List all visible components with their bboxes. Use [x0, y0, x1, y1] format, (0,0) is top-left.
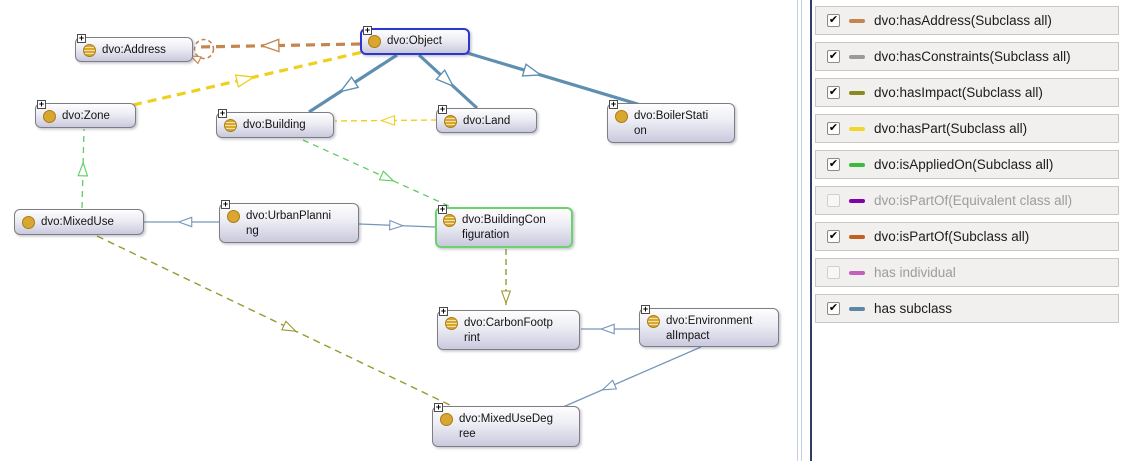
- arc-type-label: dvo:hasImpact(Subclass all): [874, 85, 1043, 100]
- class-node-object[interactable]: + dvo:Object: [360, 25, 470, 55]
- class-icon: [22, 216, 35, 229]
- arc-type-label: has subclass: [874, 301, 953, 316]
- class-icon: [444, 115, 457, 128]
- arc-visibility-checkbox[interactable]: [827, 266, 840, 279]
- class-node-land[interactable]: + dvo:Land: [436, 104, 537, 133]
- class-label: dvo:Building: [243, 119, 306, 131]
- arc-type-label: dvo:isAppliedOn(Subclass all): [874, 157, 1054, 172]
- class-label: dvo:Zone: [62, 110, 110, 122]
- arc-visibility-checkbox[interactable]: ✔: [827, 158, 840, 171]
- expand-icon[interactable]: +: [77, 33, 86, 43]
- edge-object-subclass-boilerstation: [463, 50, 645, 108]
- class-label: dvo:Address: [102, 44, 166, 56]
- class-node-zone[interactable]: + dvo:Zone: [35, 99, 136, 128]
- expand-icon[interactable]: +: [434, 402, 443, 412]
- arc-type-row: ✔ dvo:hasPart(Subclass all): [815, 114, 1119, 143]
- class-icon: [224, 119, 237, 132]
- edge-mixeduse-hasImpact-mixedusedegree: [96, 235, 455, 408]
- class-icon: [440, 413, 453, 426]
- ontology-graph-canvas[interactable]: + dvo:Address + dvo:Object + dvo:Zone + dvo:Bui…: [0, 0, 796, 461]
- expand-icon[interactable]: +: [641, 304, 650, 314]
- arc-type-row: ✔ dvo:hasAddress(Subclass all): [815, 6, 1119, 35]
- panel-splitter[interactable]: [801, 0, 802, 461]
- arc-color-swatch: [849, 54, 865, 59]
- expand-icon[interactable]: +: [218, 108, 227, 118]
- expand-icon[interactable]: +: [438, 104, 447, 114]
- arc-type-row: ✔ dvo:hasImpact(Subclass all): [815, 78, 1119, 107]
- arc-color-swatch: [849, 234, 865, 239]
- arc-visibility-checkbox[interactable]: ✔: [827, 302, 840, 315]
- arc-visibility-checkbox[interactable]: ✔: [827, 230, 840, 243]
- class-node-address[interactable]: + dvo:Address: [75, 33, 193, 62]
- arc-type-row: dvo:isPartOf(Equivalent class all): [815, 186, 1119, 215]
- edge-building-isAppliedOn-buildingconfig: [302, 139, 452, 208]
- arc-type-row: ✔ has subclass: [815, 294, 1119, 323]
- arc-type-row: ✔ dvo:isPartOf(Subclass all): [815, 222, 1119, 251]
- class-node-building[interactable]: + dvo:Building: [216, 108, 334, 138]
- class-label: dvo:MixedUse: [41, 216, 114, 228]
- expand-icon[interactable]: +: [609, 99, 618, 109]
- arc-color-swatch: [849, 162, 865, 167]
- class-icon: [445, 317, 458, 330]
- class-icon: [227, 210, 240, 223]
- class-icon: [83, 44, 96, 57]
- class-icon: [43, 110, 56, 123]
- edge-address-self-loop: [193, 38, 215, 60]
- expand-icon[interactable]: +: [439, 306, 448, 316]
- arc-color-swatch: [849, 18, 865, 23]
- arc-color-swatch: [849, 90, 865, 95]
- arc-type-row: ✔ dvo:isAppliedOn(Subclass all): [815, 150, 1119, 179]
- class-icon: [368, 35, 381, 48]
- arc-color-swatch: [849, 198, 865, 203]
- legend-panel-border: [810, 0, 812, 461]
- class-icon: [443, 214, 456, 227]
- class-label: dvo:Object: [387, 35, 442, 47]
- arc-type-row: ✔ dvo:hasConstraints(Subclass all): [815, 42, 1119, 71]
- graph-edges-layer: [77, 38, 702, 408]
- arc-type-label: dvo:isPartOf(Equivalent class all): [874, 193, 1073, 208]
- class-node-mixeduse[interactable]: dvo:MixedUse: [14, 209, 144, 235]
- arc-type-label: dvo:hasConstraints(Subclass all): [874, 49, 1071, 64]
- arc-color-swatch: [849, 126, 865, 131]
- arc-type-label: dvo:hasPart(Subclass all): [874, 121, 1028, 136]
- arc-visibility-checkbox[interactable]: ✔: [827, 86, 840, 99]
- arc-type-label: dvo:hasAddress(Subclass all): [874, 13, 1052, 28]
- arc-visibility-checkbox[interactable]: ✔: [827, 14, 840, 27]
- class-label: dvo:Land: [463, 115, 511, 127]
- class-icon: [647, 315, 660, 328]
- expand-icon[interactable]: +: [438, 204, 447, 214]
- panel-splitter[interactable]: [797, 0, 798, 461]
- arc-type-label: has individual: [874, 265, 956, 280]
- arc-types-legend-panel: ✔ dvo:hasAddress(Subclass all) ✔ dvo:hasCon…: [812, 0, 1123, 461]
- arc-color-swatch: [849, 306, 865, 311]
- arc-visibility-checkbox[interactable]: [827, 194, 840, 207]
- expand-icon[interactable]: +: [363, 25, 372, 35]
- arc-visibility-checkbox[interactable]: ✔: [827, 50, 840, 63]
- arc-color-swatch: [849, 270, 865, 275]
- arc-type-label: dvo:isPartOf(Subclass all): [874, 229, 1030, 244]
- edge-mixeduse-isAppliedOn-zone: [81, 128, 85, 209]
- class-icon: [615, 110, 628, 123]
- expand-icon[interactable]: +: [37, 99, 46, 109]
- edge-envimpact-subclass-mixedusedegree: [562, 346, 702, 408]
- arc-visibility-checkbox[interactable]: ✔: [827, 122, 840, 135]
- arc-type-row: has individual: [815, 258, 1119, 287]
- expand-icon[interactable]: +: [221, 199, 230, 209]
